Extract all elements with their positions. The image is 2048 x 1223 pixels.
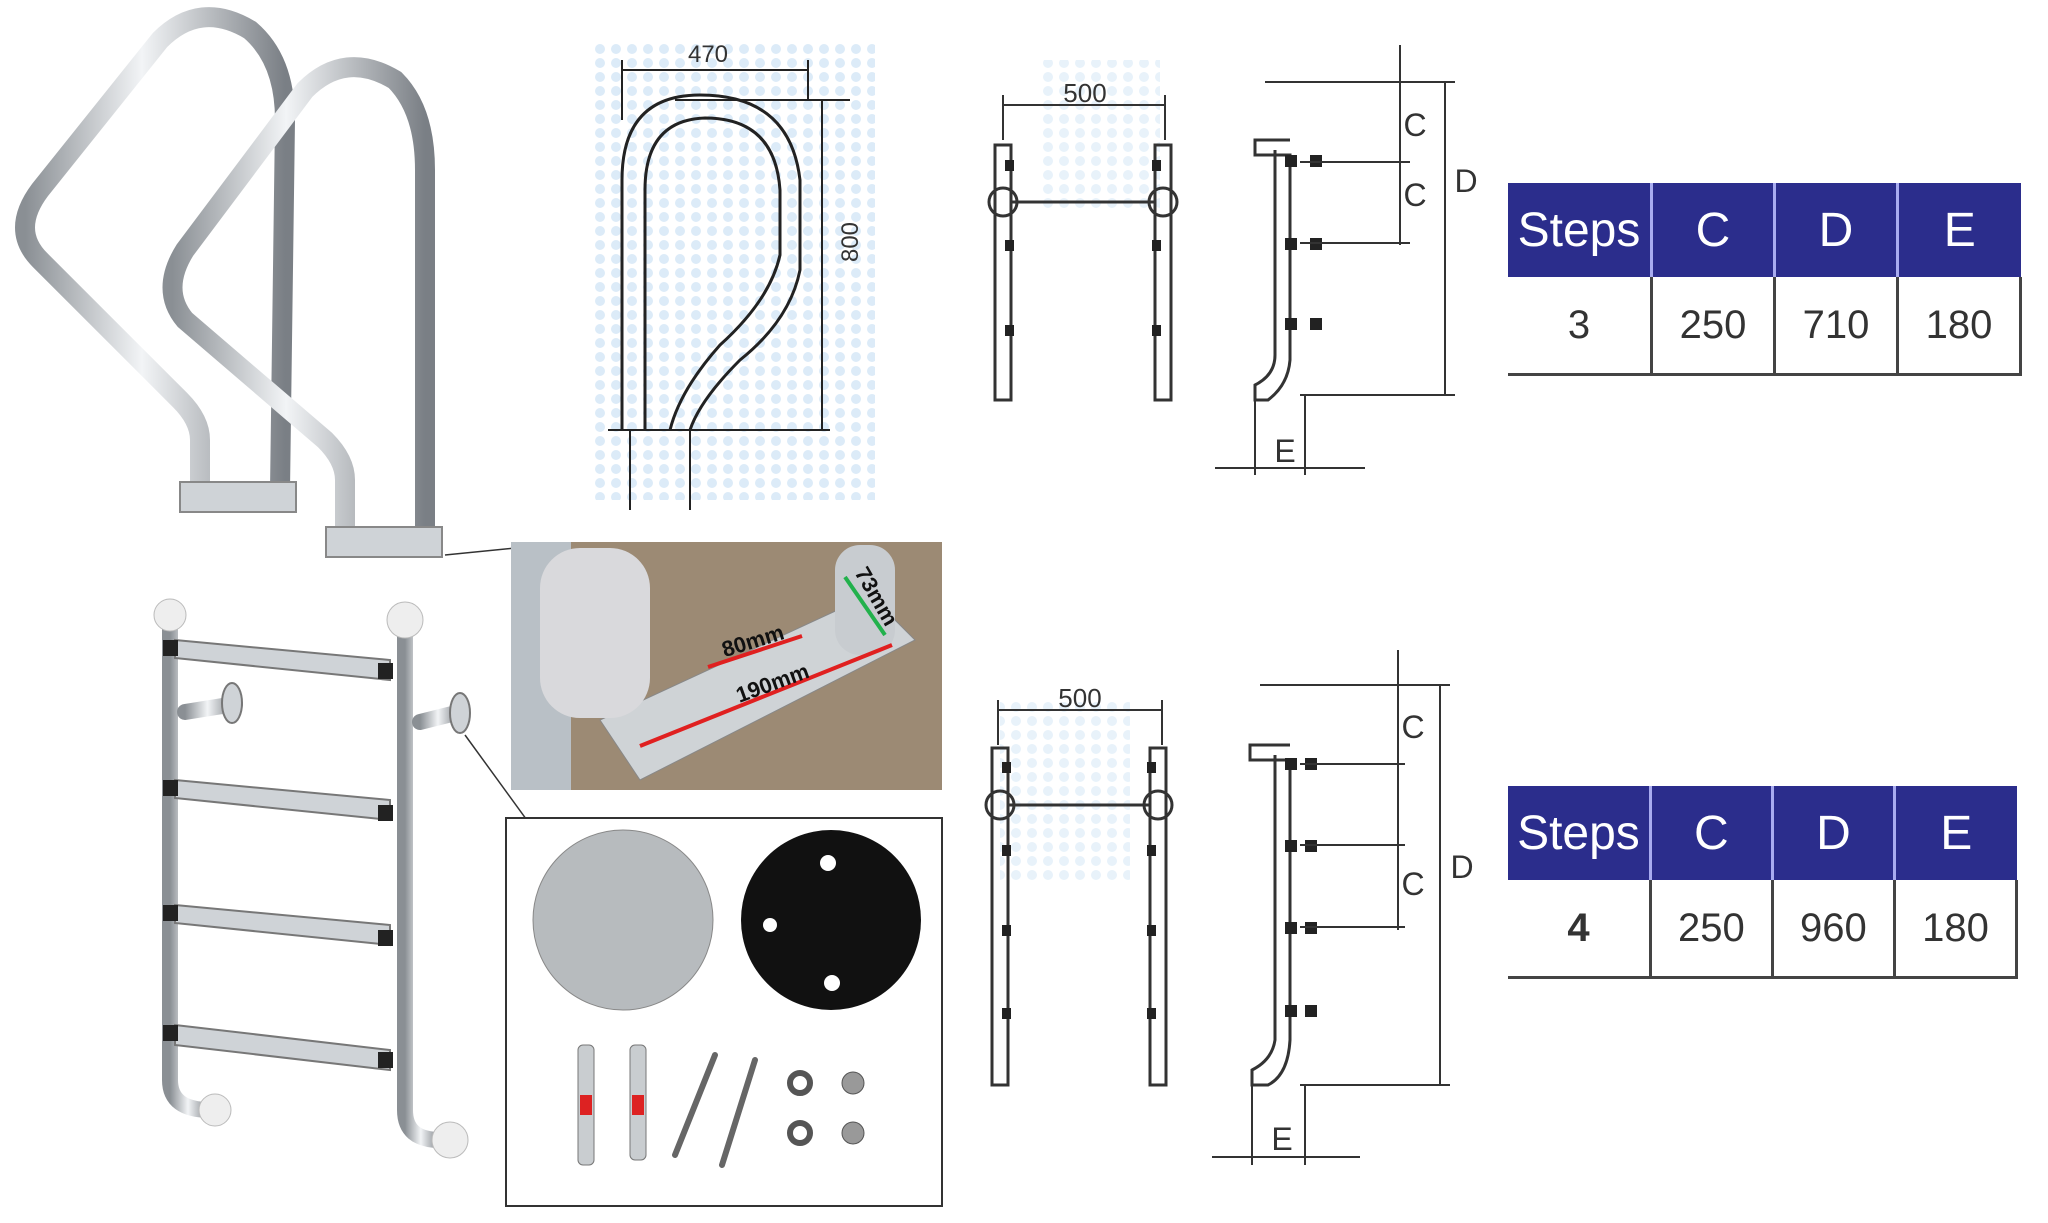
cell-e: 180: [1892, 880, 2019, 979]
ladder-3-front-drawing: 500: [987, 60, 1179, 402]
cell-d: 960: [1770, 880, 1895, 979]
ladder-3-c-label-2: C: [1403, 177, 1426, 213]
header-e: E: [1897, 183, 2021, 277]
cell-c: 250: [1648, 880, 1773, 979]
ladder-photo: [153, 598, 471, 1159]
cell-d: 710: [1773, 277, 1898, 376]
ladder-3-d-label: D: [1454, 163, 1477, 199]
ladder-4-c-label-2: C: [1401, 866, 1424, 902]
cell-steps: 4: [1508, 880, 1651, 979]
ladder-4-c-label-1: C: [1401, 709, 1424, 745]
header-c: C: [1651, 183, 1776, 277]
table-row: 4 250 960 180: [1508, 880, 2019, 979]
ladder-4-side-drawing: C C D E: [1212, 650, 1474, 1165]
header-steps: Steps: [1508, 183, 1653, 277]
table-header-row: Steps C D E: [1508, 786, 2017, 880]
callout-line: [444, 547, 516, 556]
header-c: C: [1650, 786, 1774, 880]
table-header-row: Steps C D E: [1508, 183, 2021, 277]
ladder-3-spec-table: Steps C D E 3 250 710 180: [1508, 183, 2022, 376]
ladder-3-e-label: E: [1274, 433, 1295, 469]
header-d: D: [1774, 183, 1899, 277]
ladder-3-front-width-label: 500: [1063, 78, 1106, 108]
table-row: 3 250 710 180: [1508, 277, 2022, 376]
handrail-drawing: 470 800: [595, 40, 875, 510]
ladder-3-c-label-1: C: [1403, 107, 1426, 143]
cell-c: 250: [1650, 277, 1775, 376]
accessories-photo: [505, 817, 943, 1207]
handrail-width-label: 470: [688, 41, 728, 68]
ladder-4-d-label: D: [1450, 849, 1473, 885]
ladder-4-spec-table: Steps C D E 4 250 960 180: [1508, 786, 2019, 979]
header-d: D: [1772, 786, 1896, 880]
header-steps: Steps: [1508, 786, 1652, 880]
base-plate-photo: 80mm 190mm 73mm: [511, 542, 942, 790]
cell-e: 180: [1896, 277, 2022, 376]
header-e: E: [1894, 786, 2017, 880]
ladder-3-side-drawing: C C D E: [1215, 45, 1478, 475]
ladder-4-front-width-label: 500: [1058, 683, 1101, 713]
handrail-height-label: 800: [837, 222, 864, 262]
handrail-photo: [15, 7, 443, 558]
ladder-4-front-drawing: 500: [984, 683, 1174, 1087]
cell-steps: 3: [1508, 277, 1652, 376]
ladder-4-e-label: E: [1271, 1121, 1292, 1157]
